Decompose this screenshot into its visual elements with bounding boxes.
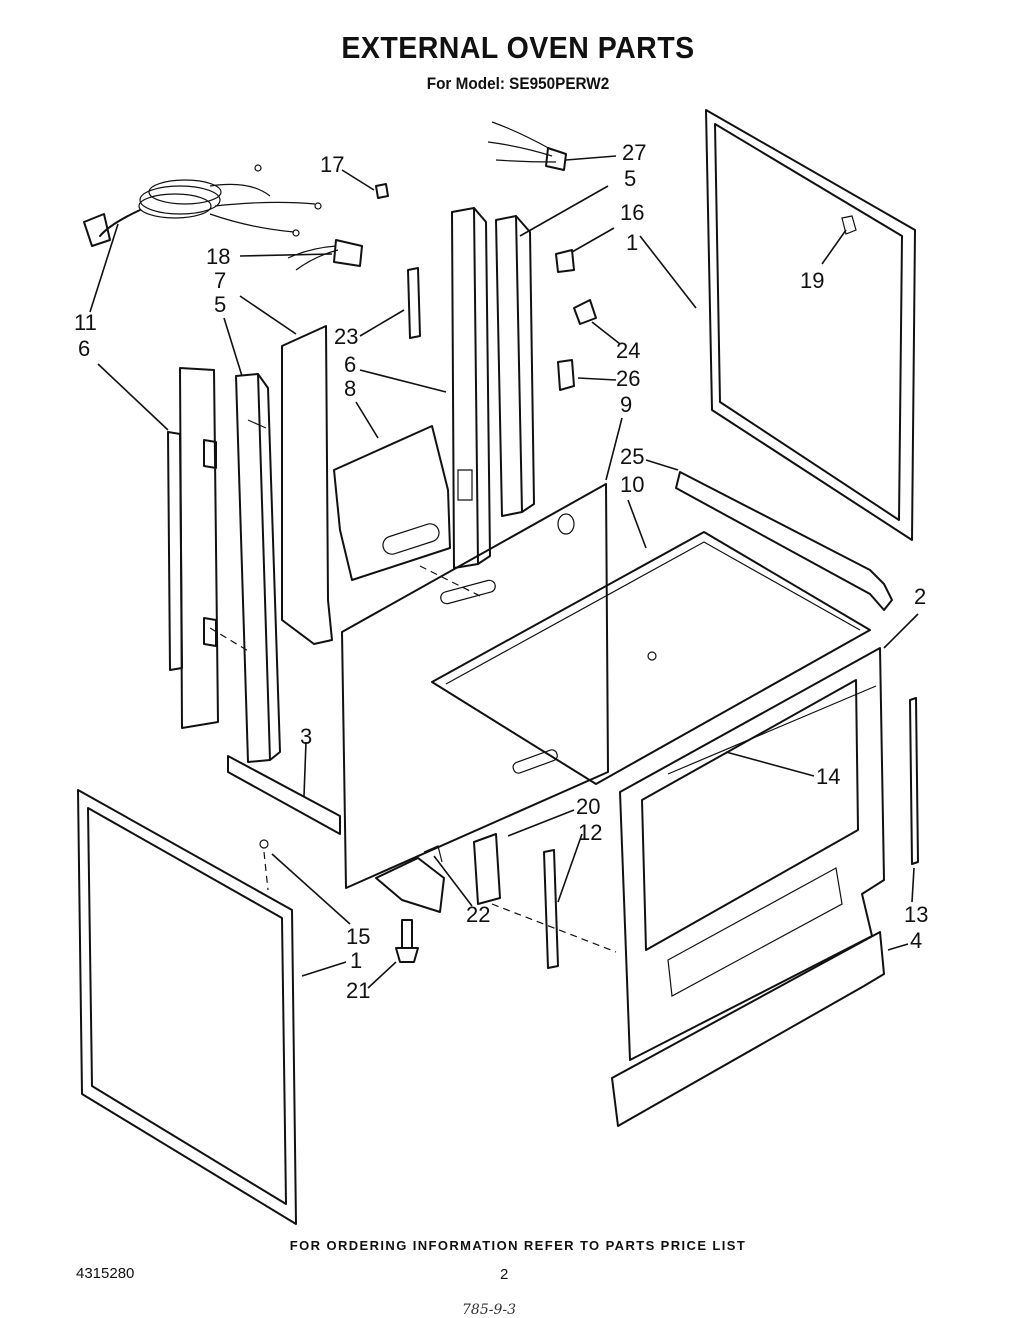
handwritten-note: 785-9-3	[462, 1302, 516, 1318]
part-clip-24	[573, 299, 597, 325]
callout-labels: 17 27 5 16 1 19 18 7 5 11 6 23 6 8 24 26…	[74, 140, 928, 1003]
part-bracket-3	[227, 755, 341, 835]
callout-20: 20	[576, 794, 600, 819]
part-clip-26	[557, 359, 575, 391]
part-kick-plate	[611, 931, 885, 1127]
callout-15: 15	[346, 924, 370, 949]
callout-25: 25	[620, 444, 644, 469]
part-oven-bottom	[431, 531, 871, 785]
callout-9: 9	[620, 392, 632, 417]
part-side-panel-left	[167, 367, 219, 729]
part-door-frame-bottom	[77, 789, 297, 1225]
callout-5-left: 5	[214, 292, 226, 317]
document-number: 4315280	[76, 1265, 135, 1282]
callout-14: 14	[816, 764, 840, 789]
part-trim-strip	[675, 471, 893, 611]
part-base-block	[375, 845, 445, 913]
callout-10: 10	[620, 472, 644, 497]
callout-17: 17	[320, 152, 344, 177]
part-back-panel	[341, 483, 609, 889]
part-side-rail-left	[235, 373, 281, 763]
alignment-lines	[209, 565, 617, 953]
callout-18: 18	[206, 244, 230, 269]
callout-2: 2	[914, 584, 926, 609]
page-title: EXTERNAL OVEN PARTS	[341, 30, 695, 65]
model-subtitle: For Model: SE950PERW2	[426, 74, 610, 93]
callout-16: 16	[620, 200, 644, 225]
part-clip-16	[555, 249, 575, 273]
part-front-frame	[619, 647, 885, 1061]
callout-3: 3	[300, 724, 312, 749]
callout-1-top: 1	[626, 230, 638, 255]
part-wire-harness	[487, 121, 567, 171]
part-insulation-panel	[281, 325, 333, 645]
callout-11: 11	[74, 310, 97, 335]
callout-8: 8	[344, 376, 356, 401]
callout-7: 7	[214, 268, 226, 293]
callout-21: 21	[346, 978, 370, 1003]
part-hinge-12	[543, 849, 559, 969]
callout-13: 13	[904, 902, 928, 927]
part-side-rail-center	[495, 215, 535, 517]
ordering-note: FOR ORDERING INFORMATION REFER TO PARTS …	[289, 1238, 747, 1253]
callout-22: 22	[466, 902, 490, 927]
page-number: 2	[500, 1266, 509, 1283]
callout-26: 26	[616, 366, 640, 391]
part-strip-23	[407, 267, 421, 339]
part-screw-15	[259, 839, 269, 849]
part-vent-duct	[333, 425, 451, 581]
part-door-frame-top	[705, 109, 916, 541]
callout-23: 23	[334, 324, 358, 349]
callout-1-bottom: 1	[350, 948, 362, 973]
callout-27: 27	[622, 140, 646, 165]
part-power-cord	[83, 164, 322, 247]
part-strip-13	[909, 697, 919, 865]
part-bracket-20	[473, 833, 501, 905]
part-leveling-leg	[395, 919, 419, 963]
callout-6-center: 6	[344, 352, 356, 377]
callout-19: 19	[800, 268, 824, 293]
callout-6-left: 6	[78, 336, 90, 361]
callout-12: 12	[578, 820, 602, 845]
callout-leaders	[89, 155, 919, 989]
callout-5-top: 5	[624, 166, 636, 191]
callout-24: 24	[616, 338, 640, 363]
part-clip-17	[375, 183, 389, 199]
part-wire-connector	[287, 239, 363, 271]
part-side-panel-center	[451, 207, 491, 569]
callout-4: 4	[910, 928, 922, 953]
